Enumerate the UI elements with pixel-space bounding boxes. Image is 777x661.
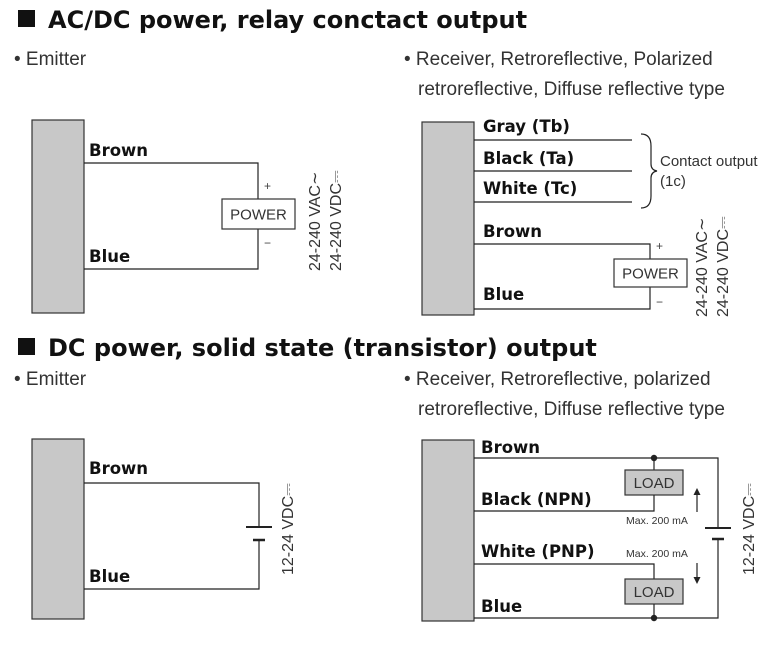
dc-emitter-diagram: Brown Blue 12-24 VDC⎓ <box>31 438 297 620</box>
wire-label-blue-receiver: Blue <box>483 285 524 304</box>
receiver-sensor-body <box>421 121 475 316</box>
emitter-label-dc: • Emitter <box>14 369 87 390</box>
receiver-label-ac-dc-line1: • Receiver, Retroreflective, Polarized <box>404 49 713 70</box>
contact-output-label: Contact output <box>660 153 758 170</box>
ac-dc-receiver-diagram: Gray (Tb) Black (Ta) White (Tc) Contact … <box>421 117 758 317</box>
voltage-dc-label: 12-24 VDC⎓ <box>280 483 297 575</box>
wire-label-black: Black (Ta) <box>483 149 574 168</box>
plus-sign: + <box>264 179 271 193</box>
receiver-label-dc-line1: • Receiver, Retroreflective, polarized <box>404 369 711 390</box>
power-box-label-receiver: POWER <box>622 266 679 283</box>
load-box-npn <box>624 469 684 496</box>
contact-brace <box>640 133 658 209</box>
wire-label-brown: Brown <box>89 459 148 478</box>
arrowhead-down-icon <box>693 577 701 584</box>
section-bullet-square <box>18 338 35 355</box>
blue-wire-line-receiver <box>474 287 651 310</box>
max-current-label-pnp: Max. 200 mA <box>626 548 688 560</box>
black-wire-line <box>474 495 655 512</box>
load-box-pnp <box>624 578 684 605</box>
brown-wire-line <box>84 482 260 527</box>
ac-dc-emitter-diagram: Brown Blue POWER + − 24-240 VAC∼ 24-240 … <box>31 119 345 314</box>
wire-label-white-pnp: White (PNP) <box>481 542 595 561</box>
plus-sign-receiver: + <box>656 239 663 253</box>
white-wire-line <box>474 563 655 579</box>
section-title-ac-dc: AC/DC power, relay conctact output <box>48 6 527 34</box>
receiver-sensor-body <box>421 439 475 622</box>
load-label-npn: LOAD <box>634 475 675 492</box>
wire-label-blue: Blue <box>89 567 130 586</box>
voltage-dc-label: 24-240 VDC⎓ <box>328 170 345 271</box>
emitter-label-ac-dc: • Emitter <box>14 49 87 70</box>
voltage-ac-label-receiver: 24-240 VAC∼ <box>694 218 711 317</box>
receiver-label-ac-dc-line2: retroreflective, Diffuse reflective type <box>418 79 725 100</box>
blue-rail-line <box>474 539 719 619</box>
wire-label-black-npn: Black (NPN) <box>481 490 592 509</box>
wire-label-brown: Brown <box>89 141 148 160</box>
wire-label-white: White (Tc) <box>483 179 577 198</box>
minus-sign-receiver: − <box>656 295 663 309</box>
battery-icon <box>246 526 272 542</box>
emitter-sensor-body <box>31 438 85 620</box>
voltage-ac-label: 24-240 VAC∼ <box>307 172 324 271</box>
voltage-dc-label: 12-24 VDC⎓ <box>741 483 758 575</box>
dc-receiver-diagram: Brown Black (NPN) White (PNP) Blue 12-24… <box>421 438 758 622</box>
power-box-label: POWER <box>230 207 287 224</box>
wire-label-blue: Blue <box>481 597 522 616</box>
wire-label-brown: Brown <box>481 438 540 457</box>
junction-dot <box>650 614 658 622</box>
brown-wire-line-receiver <box>474 243 651 259</box>
power-box-receiver <box>613 258 688 288</box>
wire-label-gray: Gray (Tb) <box>483 117 570 136</box>
brown-wire-line <box>84 162 259 199</box>
minus-sign: − <box>264 236 271 250</box>
junction-dot <box>650 454 658 462</box>
arrowhead-up-icon <box>693 488 701 495</box>
power-box <box>221 198 296 230</box>
max-current-label-npn: Max. 200 mA <box>626 515 688 527</box>
section-bullet-square <box>18 10 35 27</box>
section-title-dc: DC power, solid state (transistor) outpu… <box>48 334 597 362</box>
voltage-dc-label-receiver: 24-240 VDC⎓ <box>715 216 732 317</box>
blue-wire-line <box>84 229 259 270</box>
wire-label-brown-receiver: Brown <box>483 222 542 241</box>
emitter-sensor-body <box>31 119 85 314</box>
wire-label-blue: Blue <box>89 247 130 266</box>
contact-output-type-label: (1c) <box>660 173 686 190</box>
blue-wire-line <box>84 540 260 590</box>
brown-rail-line <box>474 457 719 528</box>
load-label-pnp: LOAD <box>634 584 675 601</box>
receiver-label-dc-line2: retroreflective, Diffuse reflective type <box>418 399 725 420</box>
battery-icon <box>705 527 731 541</box>
